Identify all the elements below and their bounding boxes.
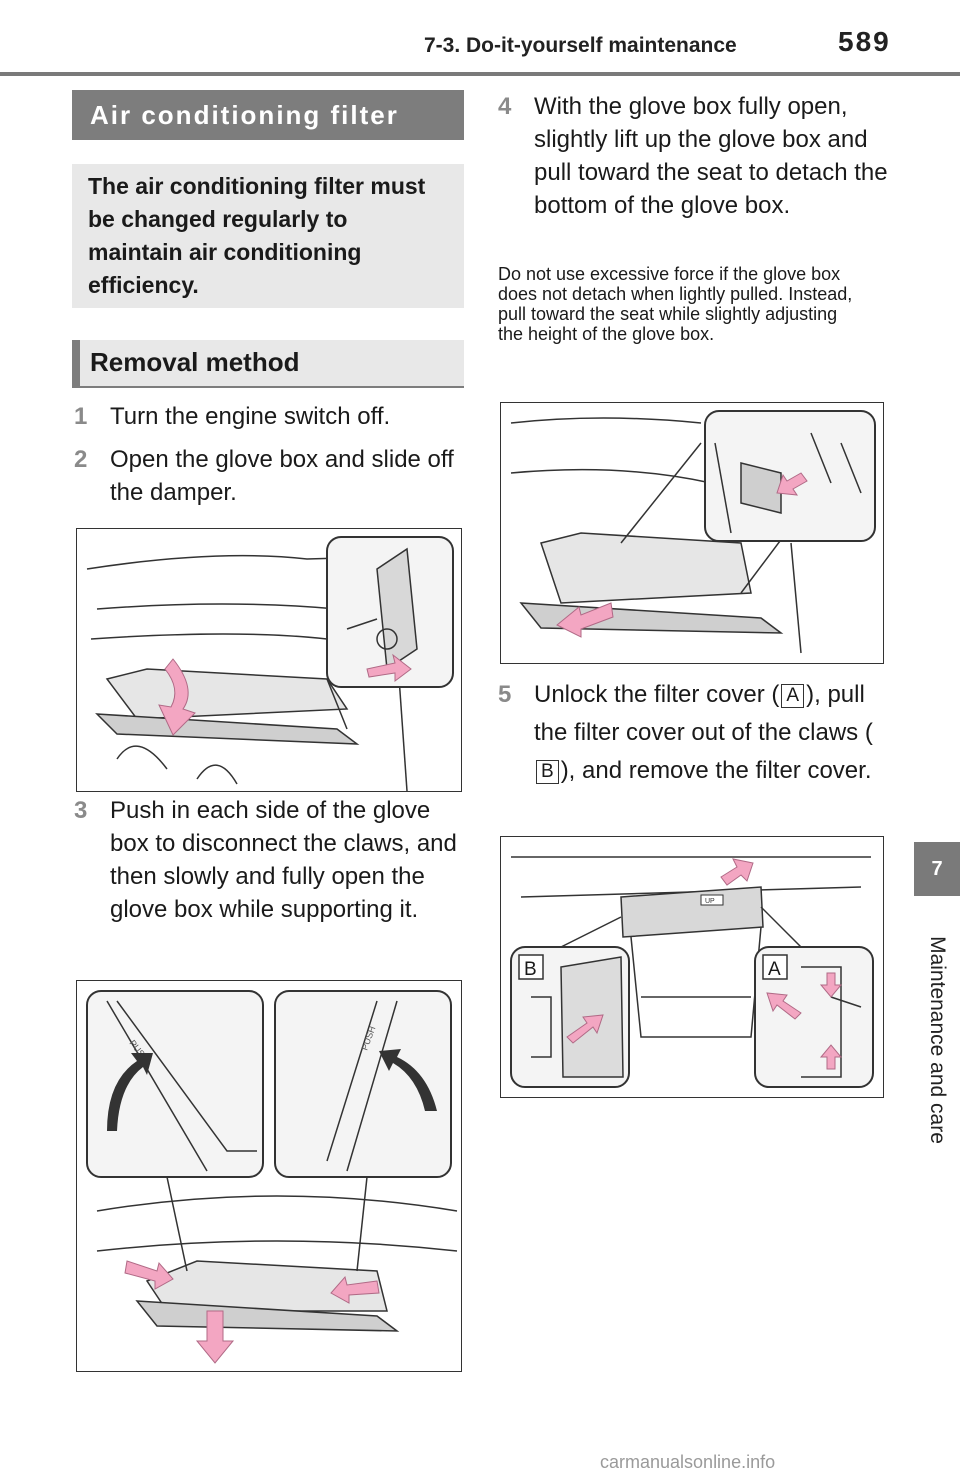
chapter-label: Maintenance and care	[926, 936, 949, 1144]
subsection-accent-bar	[72, 340, 80, 388]
step-number: 1	[74, 403, 88, 430]
step-5-text-part-3: ), and remove the filter cover.	[560, 757, 872, 784]
step-5-text-part-1: Unlock the filter cover (	[534, 681, 780, 708]
step-number: 3	[74, 797, 88, 824]
step-number: 5	[498, 681, 512, 708]
step-text: Push in each side of the glove box to di…	[110, 797, 457, 923]
intro-box: The air conditioning filter must be chan…	[72, 164, 464, 308]
step-text: Turn the engine switch off.	[110, 403, 391, 430]
step-2: 2 Open the glove box and slide off the d…	[74, 443, 464, 509]
label-a: A	[781, 683, 805, 708]
section-header: 7-3. Do-it-yourself maintenance	[424, 34, 737, 57]
step-5-text-part-2: ), pull the filter cover out of the claw…	[534, 681, 873, 746]
header-rule	[0, 72, 960, 76]
footer-watermark: carmanualsonline.info	[600, 1452, 776, 1472]
step-4-note: Do not use excessive force if the glove …	[498, 264, 853, 344]
step-number: 4	[498, 93, 512, 120]
label-b: B	[536, 759, 559, 784]
callout-b: B	[524, 959, 537, 980]
subsection-underline	[72, 386, 464, 388]
step-1: 1 Turn the engine switch off.	[74, 400, 464, 433]
step-text: Open the glove box and slide off the dam…	[110, 446, 454, 506]
step-5: 5 Unlock the filter cover (A), pull the …	[498, 676, 894, 790]
callout-a: A	[768, 959, 781, 980]
step-number: 2	[74, 446, 88, 473]
step-4: 4 With the glove box fully open, slightl…	[498, 90, 894, 222]
up-label: UP	[705, 898, 715, 905]
step-text: With the glove box fully open, slightly …	[534, 93, 888, 219]
figure-filter-cover: UP B A	[500, 836, 884, 1098]
step-text: Unlock the filter cover (A), pull the fi…	[498, 676, 894, 790]
page-number: 589	[838, 26, 891, 57]
chapter-tab[interactable]: 7	[914, 842, 960, 896]
step-3: 3 Push in each side of the glove box to …	[74, 794, 464, 926]
section-title-text: Air conditioning filter	[90, 100, 399, 130]
figure-detach-glove-box	[500, 402, 884, 664]
figure-glove-box-damper	[76, 528, 462, 792]
subsection-title: Removal method	[72, 340, 464, 388]
section-title: Air conditioning filter	[72, 90, 464, 140]
figure-push-claws: PUSH PUSH	[76, 980, 462, 1372]
subsection-title-text: Removal method	[90, 347, 300, 377]
